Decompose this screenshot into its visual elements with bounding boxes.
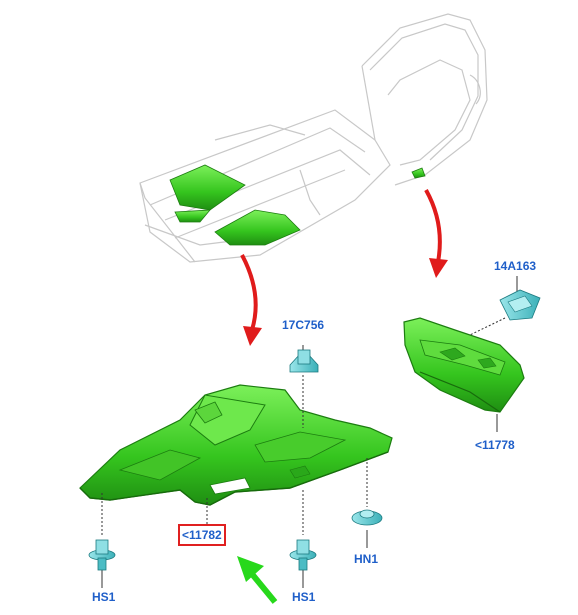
label-17c756[interactable]: 17C756 — [282, 318, 325, 332]
underbody-shield-main[interactable] — [79, 384, 393, 506]
red-arrow-left — [240, 254, 262, 346]
label-hs1-left[interactable]: HS1 — [92, 590, 116, 604]
fastener-14a163-icon[interactable] — [499, 289, 541, 321]
label-11782-highlighted[interactable]: <11782 — [178, 524, 226, 546]
vehicle-body-outline — [139, 13, 488, 263]
label-hs1-right[interactable]: HS1 — [292, 590, 316, 604]
label-hn1[interactable]: HN1 — [354, 552, 379, 566]
fastener-hs1-right-icon[interactable] — [289, 539, 317, 571]
label-11778[interactable]: <11778 — [475, 438, 515, 452]
red-arrow-right — [424, 189, 448, 278]
vehicle-floor-highlight — [169, 164, 426, 246]
green-pointer-arrow — [237, 556, 278, 604]
leader-14a163 — [469, 317, 506, 336]
label-14a163[interactable]: 14A163 — [494, 259, 537, 273]
fastener-17c756-icon[interactable] — [289, 349, 319, 373]
leader-lines-main — [101, 375, 368, 535]
fastener-hs1-left-icon[interactable] — [88, 539, 116, 571]
underbody-shield-rear[interactable] — [403, 317, 525, 413]
fastener-hn1-icon[interactable] — [351, 509, 383, 526]
